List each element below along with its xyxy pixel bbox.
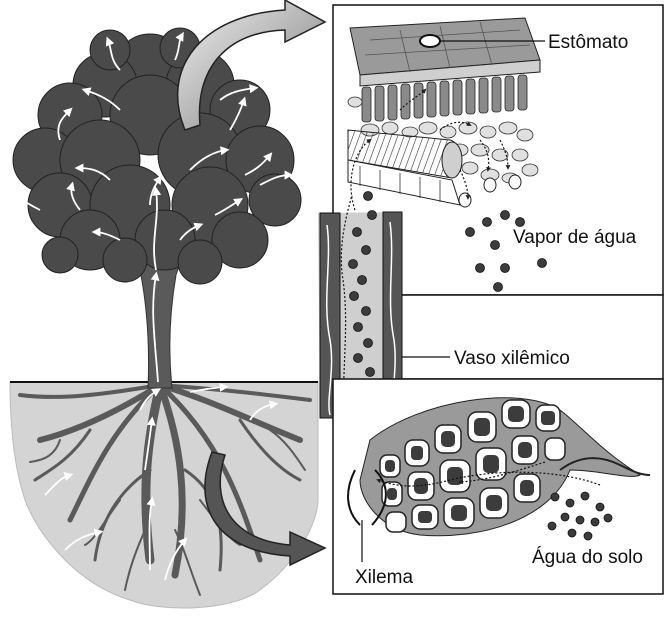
xylem-vessel-label: Vaso xilêmico xyxy=(454,348,570,369)
stomata-label: Estômato xyxy=(548,32,628,53)
tree-canopy xyxy=(13,28,301,284)
xylem-label: Xilema xyxy=(355,567,414,588)
soil-area xyxy=(10,382,318,608)
water-vapor-label: Vapor de água xyxy=(513,227,637,248)
stomata-opening xyxy=(420,35,440,47)
soil-water-label: Água do solo xyxy=(532,547,643,568)
